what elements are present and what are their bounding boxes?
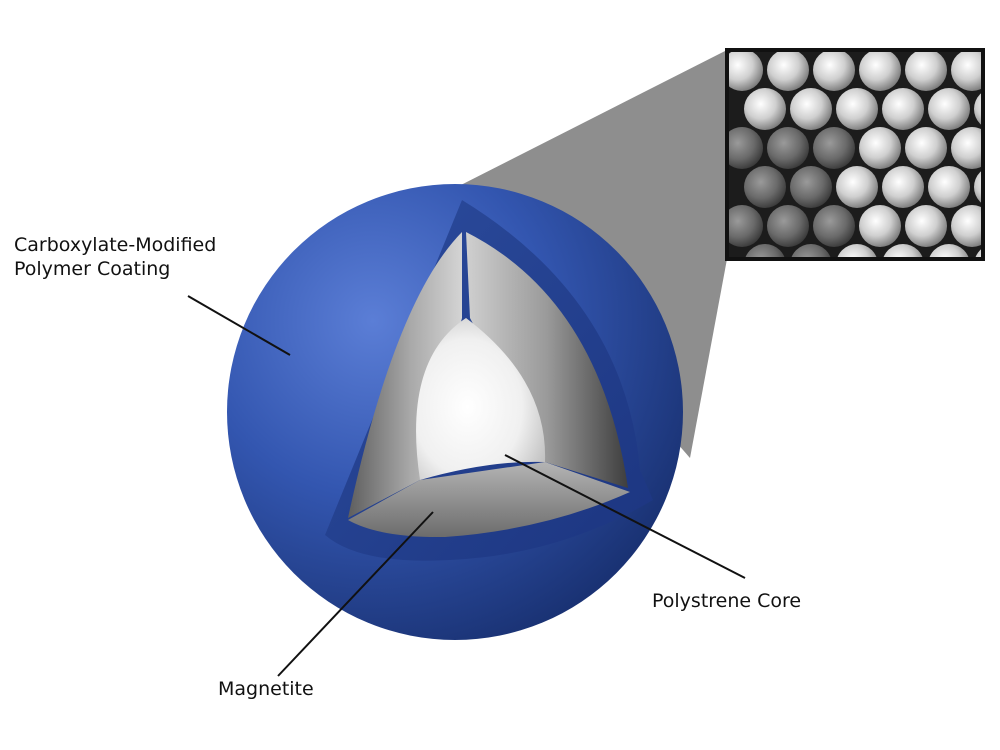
micrograph-particle (744, 166, 786, 208)
micrograph-particle (813, 205, 855, 247)
micrograph-particle (836, 166, 878, 208)
micrograph-particle (882, 166, 924, 208)
micrograph-particle (767, 205, 809, 247)
core-leader-line (504, 454, 746, 579)
micrograph-particle (790, 244, 832, 259)
coating-label: Carboxylate-Modified Polymer Coating (14, 233, 216, 281)
micrograph-particle (790, 88, 832, 130)
micrograph-particle (882, 88, 924, 130)
magnetite-leader-line (277, 511, 434, 677)
micrograph-particle (767, 50, 809, 91)
micrograph-particle (905, 50, 947, 91)
micrograph-particle (974, 247, 983, 259)
micrograph-particle (813, 50, 855, 91)
micrograph-particle (905, 205, 947, 247)
micrograph-particle (951, 50, 983, 91)
micrograph-particle (836, 88, 878, 130)
micrograph-particle (928, 88, 970, 130)
coating-label-line2: Polymer Coating (14, 258, 171, 280)
micrograph-particles (727, 50, 983, 259)
micrograph-particle (727, 127, 763, 169)
micrograph-particle (767, 127, 809, 169)
magnetite-right-wall (466, 232, 628, 488)
micrograph-particle (928, 166, 970, 208)
coating-leader-line (187, 295, 291, 356)
micrograph-particle (727, 50, 763, 91)
micrograph-particle (928, 244, 970, 259)
micrograph-frame (725, 48, 985, 261)
micrograph-particle (951, 127, 983, 169)
core-label: Polystrene Core (652, 590, 802, 612)
micrograph-particle (859, 127, 901, 169)
micrograph-particle (813, 127, 855, 169)
polystyrene-core (416, 318, 546, 480)
magnetite-label: Magnetite (218, 678, 314, 700)
magnetite-left-wall (348, 232, 462, 518)
micrograph-particle (951, 205, 983, 247)
micrograph-particle (836, 244, 878, 259)
micrograph-particle (727, 205, 763, 247)
micrograph-particle (882, 244, 924, 259)
micrograph-particle (974, 169, 983, 205)
magnetite-floor (348, 462, 630, 538)
micrograph-particle (790, 166, 832, 208)
micrograph-particle (744, 244, 786, 259)
micrograph-particle (859, 205, 901, 247)
micrograph-particle (859, 50, 901, 91)
micrograph-particle (744, 88, 786, 130)
micrograph-particle (974, 91, 983, 127)
coating-label-line1: Carboxylate-Modified (14, 234, 217, 256)
sem-micrograph-inset (727, 50, 983, 259)
micrograph-particle (905, 127, 947, 169)
